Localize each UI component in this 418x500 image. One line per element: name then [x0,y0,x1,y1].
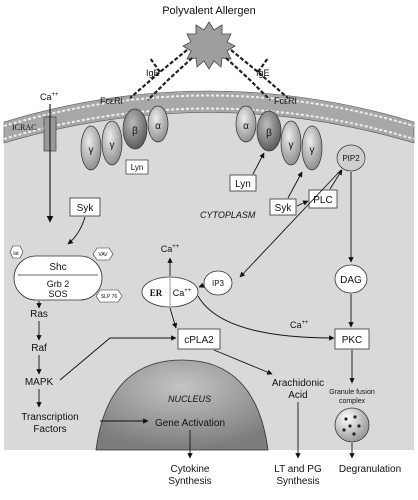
cpla2-label: cPLA2 [184,335,214,346]
syk-box-left [69,197,101,217]
gamma-right-1: γ [289,140,294,151]
cell-membrane [3,90,415,144]
pkc-label: PKC [342,335,363,346]
dag-node [334,264,368,294]
ltpg-label-2: Synthesis [276,476,319,487]
ige-antibody-left [129,49,193,101]
ca-influx-label: Ca++ [40,92,59,102]
syk-box-right [269,198,297,216]
ras-label: Ras [30,309,48,320]
ip3-label: IP3 [212,279,225,288]
plc-box [308,189,338,209]
dag-label: DAG [340,275,362,286]
gamma-left-2: γ [110,140,115,151]
lyn-box-small [125,159,149,175]
slp76-label: SLP 76 [101,294,118,300]
lyn-to-beta-arrow [252,152,265,175]
transcription-label-2: Factors [33,424,66,435]
pip2-label: PIP2 [342,154,360,163]
cpla2-box [177,328,221,350]
syk-to-gamma-arrow [287,171,303,199]
granule-label-1: Granule fusion [329,389,375,396]
polyvalent-allergen [182,21,236,70]
syk-label-right: Syk [275,203,293,214]
er-to-cpla2-arrow [169,307,178,329]
lyn-box [229,174,257,192]
mapk-to-cpla2-arrow [59,335,177,381]
fceri-receptor-right [235,105,323,171]
beta-right: β [266,128,272,139]
adaptor-complex [9,245,123,303]
ige-antibody-right [225,49,289,101]
er-label: ER [150,288,163,298]
arachidonic-label-2: Acid [288,390,307,401]
granule [334,407,370,443]
pip2-to-ip3-arrow [239,169,342,278]
cpla2-to-aa-arrow [213,349,273,375]
er-ca-label: Ca++ [173,288,192,298]
fceri-label-left: FcεRI [100,96,123,106]
er-ca-released-label: Ca++ [161,244,180,254]
pkc-ca-label: Ca++ [290,320,309,330]
mapk-label: MAPK [25,377,54,388]
gamma-right-2: γ [310,145,315,156]
nucleus [95,359,269,451]
beta-left: β [132,126,138,137]
cytokine-label-1: Cytokine [171,464,210,475]
fceri-receptor-left [80,105,169,171]
shc-label: Shc [49,262,66,273]
cytoplasm-label: CYTOPLASM [200,210,256,220]
alpha-right: α [243,121,249,132]
cytokine-label-2: Synthesis [168,476,211,487]
granule-label-2: complex [339,398,366,405]
sos-label: SOS [48,289,67,299]
syk-to-shc-arrow [67,216,86,245]
nucleus-label: NUCLEUS [168,394,211,404]
raf-label: Raf [31,343,47,354]
plc-label: PLC [313,195,332,206]
plc-to-pip2-arrow [329,169,343,190]
ige-label-left: IgE [146,68,160,78]
ip3-to-er-arrow [198,282,205,288]
degranulation-label: Degranulation [339,464,401,475]
lyn-label: Lyn [235,179,251,190]
gamma-left-1: γ [89,145,94,156]
ige-label-right: IgE [256,68,270,78]
syk-label-left: Syk [77,203,95,214]
fceri-label-right: FcεRI [274,96,297,106]
pkc-box [334,328,370,350]
transcription-label-1: Transcription [21,412,78,423]
lat-label: lat [13,251,19,257]
pip2-node [336,144,366,172]
ca-to-pkc-arrow [197,295,335,341]
alpha-left: α [155,121,161,132]
vav-label: VAV [98,252,108,258]
gene-activation-label: Gene Activation [155,418,225,429]
syk-to-plc-arrow [296,200,309,207]
lyn-small-label: Lyn [131,163,144,172]
ltpg-label-1: LT and PG [274,464,322,475]
grb2-label: Grb 2 [47,279,70,289]
arachidonic-label-1: Arachidonic [272,378,324,389]
icrac-label: ICRAC [12,123,36,132]
allergen-title: Polyvalent Allergen [162,5,256,17]
